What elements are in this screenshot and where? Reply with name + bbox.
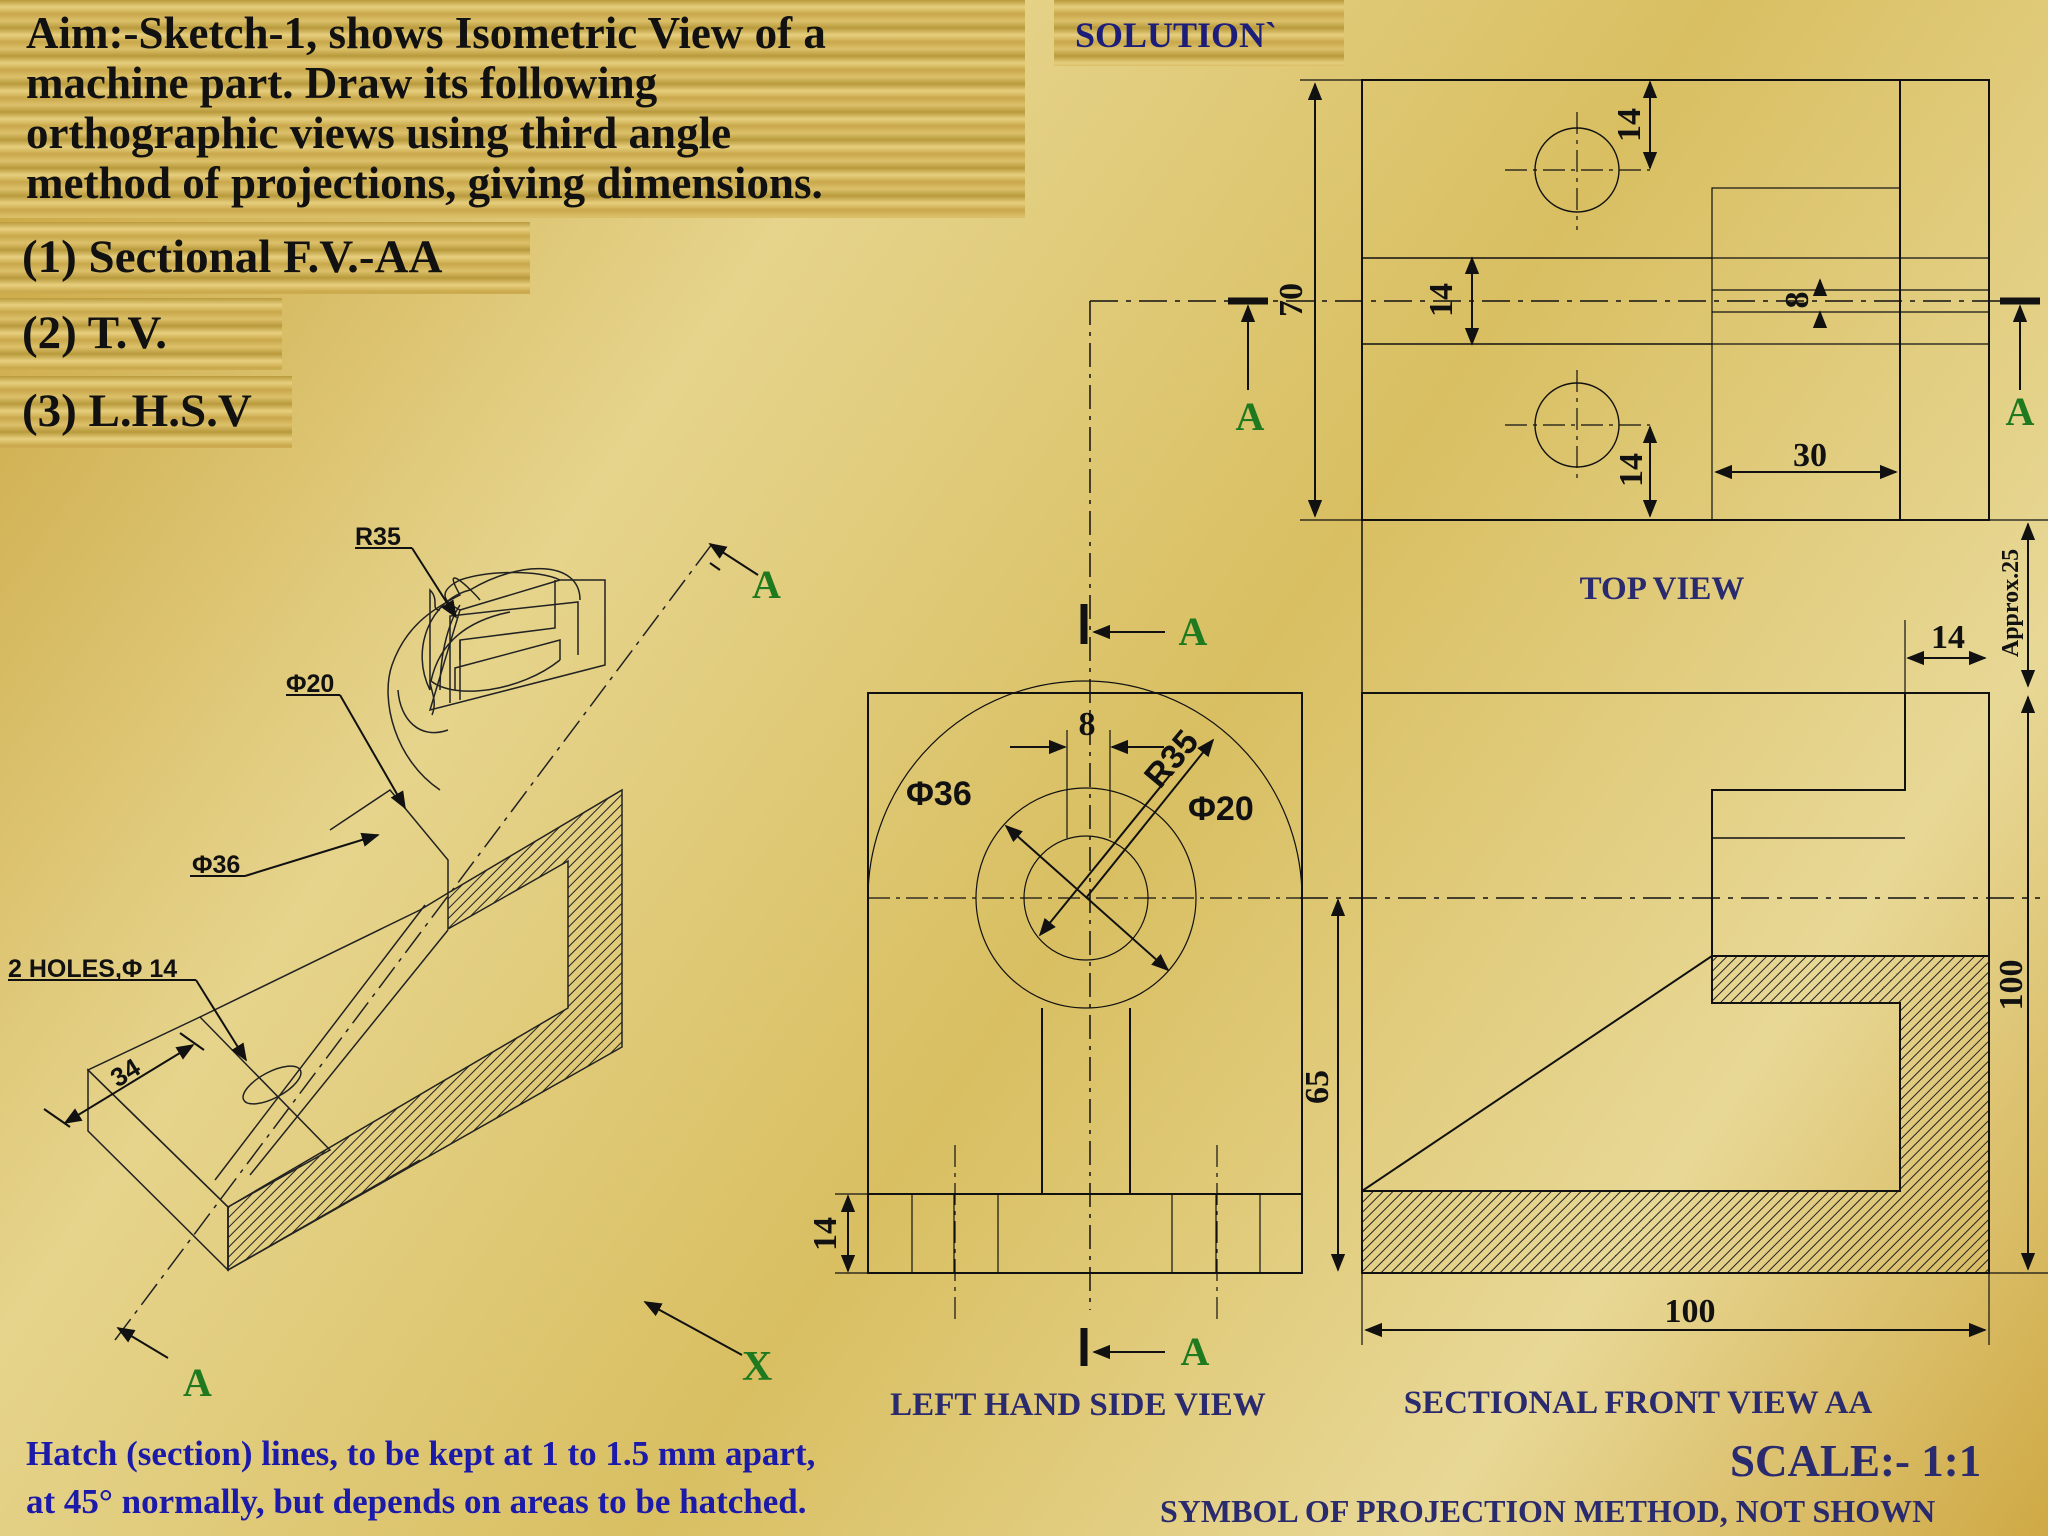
tv-dim-30: 30: [1793, 437, 1827, 474]
fv-title: SECTIONAL FRONT VIEW AA: [1404, 1385, 1873, 1421]
item2-banner: [0, 298, 282, 370]
sv-dim-8: 8: [1079, 706, 1096, 743]
iso-section-arrow-top: [708, 543, 759, 576]
aim-line: orthographic views using third angle: [26, 108, 732, 158]
r35-leader: [411, 547, 457, 619]
aim-line: method of projections, giving dimensions…: [26, 158, 823, 208]
front-view-labels: 100 100 14 SECTIONAL FRONT VIEW AA: [1404, 619, 2030, 1421]
item-tv: (2) T.V.: [22, 307, 167, 359]
sv-dim-65: 65: [1299, 1070, 1336, 1104]
isometric-view: [86, 539, 716, 1341]
holes-leader: [195, 979, 247, 1062]
sv-title: LEFT HAND SIDE VIEW: [890, 1387, 1266, 1423]
iso-base-hole: [242, 1065, 302, 1105]
side-view-labels: 8 Φ36 R35 Φ20 65 14 LEFT HAND SIDE VIEW …: [807, 609, 1336, 1423]
tv-dim-8: 8: [1779, 292, 1816, 309]
sv-outline: [867, 692, 1303, 1274]
solution-banner: [1054, 0, 1344, 66]
phi20-leader: [339, 694, 406, 810]
item-lhsv: (3) L.H.S.V: [22, 385, 252, 437]
isometric-labels: R35 Φ20 Φ36 2 HOLES,Φ 14 34 A A X: [8, 523, 781, 1405]
top-view: [1090, 79, 2048, 688]
tv-approx-25: Approx.25: [1998, 549, 2024, 657]
hatch-note-line: at 45° normally, but depends on areas to…: [26, 1482, 807, 1521]
fv-dim-100-width: 100: [1665, 1293, 1716, 1330]
iso-base-front-face: [87, 1068, 229, 1272]
sv-phi20-label: Φ20: [1188, 790, 1254, 828]
tv-section-letter-left: A: [1236, 394, 1265, 439]
hatch-note: Hatch (section) lines, to be kept at 1 t…: [26, 1430, 815, 1526]
sv-section-letter-top: A: [1179, 609, 1208, 654]
iso-view-letter: X: [742, 1344, 772, 1390]
front-view: [1361, 620, 2048, 1345]
sv-phi36-label: Φ36: [906, 775, 972, 813]
aim-text: Aim:-Sketch-1, shows Isometric View of a…: [26, 8, 1026, 208]
iso-phi36-label: Φ36: [192, 851, 240, 879]
tv-dim-14-mid: 14: [1423, 283, 1460, 317]
tv-section-letter-right: A: [2006, 389, 2035, 434]
sv-r35-arc: [867, 680, 1303, 899]
isometric-annotations: [8, 543, 759, 1359]
fv-dim-100-height: 100: [1993, 960, 2030, 1011]
item1-banner: [0, 222, 530, 294]
iso-section-letter-bottom: A: [183, 1360, 212, 1405]
sv-r35-label: R35: [1137, 723, 1206, 795]
tv-dim-14-bottom: 14: [1613, 453, 1650, 487]
sv-section-letter-bottom: A: [1181, 1329, 1210, 1374]
tv-title: TOP VIEW: [1580, 571, 1745, 607]
tv-outline: [1361, 79, 1990, 521]
scale-label: SCALE:- 1:1: [1730, 1436, 1982, 1486]
top-view-labels: 14 14 14 8 70 30 Approx.25 TOP VIEW A A: [1236, 108, 2035, 657]
iso-section-arrow-bottom: [116, 1327, 169, 1359]
iso-dim34-label: 34: [105, 1052, 146, 1093]
tv-dim-70: 70: [1273, 283, 1310, 317]
item3-banner: [0, 376, 292, 448]
projection-symbol-note: SYMBOL OF PROJECTION METHOD, NOT SHOWN: [1160, 1493, 1936, 1529]
projector-lines: [1089, 301, 2040, 1310]
fv-dim-14: 14: [1931, 619, 1965, 656]
dim34-line: [63, 1044, 195, 1124]
fv-hatched-section: [1361, 955, 1990, 1274]
sv-dim-14: 14: [807, 1217, 844, 1251]
aim-line: Aim:-Sketch-1, shows Isometric View of a: [26, 8, 826, 58]
phi36-leader: [244, 832, 380, 877]
iso-phi20-label: Φ20: [286, 670, 334, 698]
iso-section-letter-top: A: [752, 562, 781, 607]
iso-view-arrow: [643, 1301, 743, 1356]
hatch-note-line: Hatch (section) lines, to be kept at 1 t…: [26, 1434, 816, 1473]
aim-banner: [0, 0, 1025, 218]
side-view: [835, 604, 1346, 1366]
aim-line: machine part. Draw its following: [26, 58, 658, 108]
tv-dim-14-top: 14: [1611, 108, 1648, 142]
item-sectional-fv: (1) Sectional F.V.-AA: [22, 231, 443, 283]
iso-r35-label: R35: [355, 523, 401, 551]
solution-heading: SOLUTION`: [1075, 15, 1278, 55]
iso-holes-label: 2 HOLES,Φ 14: [8, 955, 177, 983]
